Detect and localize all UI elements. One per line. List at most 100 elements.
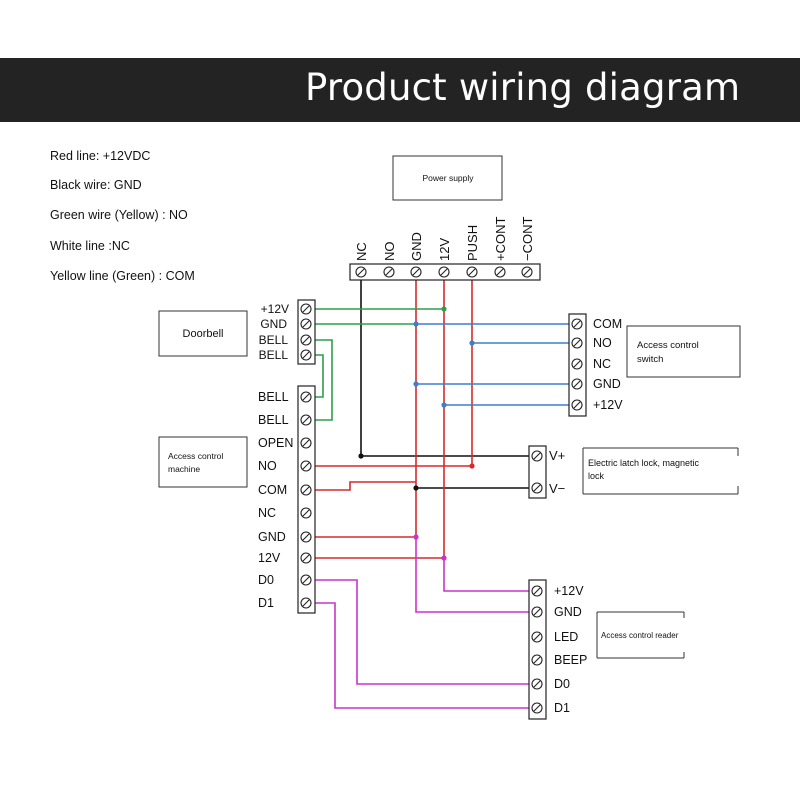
terminal-label-machine-open: OPEN bbox=[258, 436, 293, 450]
legend-white: White line :NC bbox=[50, 239, 130, 253]
terminal-label-machine-no: NO bbox=[258, 459, 277, 473]
wire-12v-to-machine-12v bbox=[306, 272, 445, 559]
terminal-label-machine-gnd: GND bbox=[258, 530, 286, 544]
terminal-label-doorbell-bell-2: BELL bbox=[259, 348, 289, 362]
legend-black: Black wire: GND bbox=[50, 178, 142, 192]
screw-terminal-icon bbox=[355, 266, 367, 278]
doorbell-label: Doorbell bbox=[183, 328, 224, 340]
terminal-label-push: PUSH bbox=[465, 225, 480, 261]
terminal-label-reader-led: LED bbox=[554, 630, 578, 644]
screw-terminal-icon bbox=[571, 318, 583, 330]
terminal-label-plus-cont: +CONT bbox=[493, 217, 508, 261]
terminal-label-doorbell-gnd: GND bbox=[260, 317, 287, 331]
machine-terminal-strip bbox=[297, 385, 316, 614]
doorbell-box: Doorbell bbox=[158, 310, 248, 357]
reader-terminal-strip bbox=[528, 579, 547, 720]
screw-terminal-icon bbox=[300, 574, 312, 586]
title-bar: Product wiring diagram bbox=[0, 58, 800, 122]
legend-red: Red line: +12VDC bbox=[50, 149, 151, 163]
screw-terminal-icon bbox=[531, 631, 543, 643]
screw-terminal-icon bbox=[531, 702, 543, 714]
reader-terminal-labels: +12V GND LED BEEP D0 D1 bbox=[554, 584, 587, 715]
screw-terminal-icon bbox=[531, 585, 543, 597]
junction-dots bbox=[358, 306, 475, 561]
access-control-switch-box: Access control switch bbox=[626, 325, 741, 378]
screw-terminal-icon bbox=[571, 337, 583, 349]
terminal-label-machine-bell-1: BELL bbox=[258, 390, 289, 404]
screw-terminal-icon bbox=[531, 450, 543, 462]
screw-terminal-icon bbox=[300, 552, 312, 564]
legend-yellow: Yellow line (Green) : COM bbox=[50, 269, 195, 283]
lock-label-line2: lock bbox=[588, 471, 605, 481]
terminal-label-switch-12v: +12V bbox=[593, 398, 623, 412]
screw-terminal-icon bbox=[300, 597, 312, 609]
screw-terminal-icon bbox=[531, 482, 543, 494]
terminal-label-reader-d0: D0 bbox=[554, 677, 570, 691]
terminal-label-doorbell-12v: +12V bbox=[261, 302, 289, 316]
terminal-label-gnd: GND bbox=[409, 232, 424, 261]
terminal-label-machine-d1: D1 bbox=[258, 596, 274, 610]
wire-push-to-machine-no bbox=[306, 272, 473, 467]
wires bbox=[306, 272, 577, 709]
terminal-label-machine-bell-2: BELL bbox=[258, 413, 289, 427]
doorbell-terminal-labels: +12V GND BELL BELL bbox=[259, 302, 289, 362]
terminal-label-lock-vminus: V− bbox=[549, 481, 565, 496]
screw-terminal-icon bbox=[300, 391, 312, 403]
machine-label-line1: Access control bbox=[168, 451, 223, 461]
terminal-label-reader-12v: +12V bbox=[554, 584, 584, 598]
lock-terminal-labels: V+ V− bbox=[549, 448, 565, 496]
screw-terminal-icon bbox=[300, 349, 312, 361]
screw-terminal-icon bbox=[383, 266, 395, 278]
terminal-label-doorbell-bell-1: BELL bbox=[259, 333, 289, 347]
reader-label: Access control reader bbox=[601, 631, 679, 640]
terminal-label-12v: 12V bbox=[437, 238, 452, 261]
terminal-label-switch-gnd: GND bbox=[593, 377, 621, 391]
screw-terminal-icon bbox=[300, 460, 312, 472]
screw-terminal-icon bbox=[410, 266, 422, 278]
screw-terminal-icon bbox=[571, 378, 583, 390]
wire-com-red-link bbox=[306, 481, 416, 491]
screw-terminal-icon bbox=[300, 303, 312, 315]
screw-terminal-icon bbox=[300, 507, 312, 519]
screw-terminal-icon bbox=[300, 318, 312, 330]
terminal-label-machine-12v: 12V bbox=[258, 551, 281, 565]
screw-terminal-icon bbox=[571, 358, 583, 370]
terminal-label-minus-cont: −CONT bbox=[520, 217, 535, 261]
screw-terminal-icon bbox=[531, 678, 543, 690]
machine-terminal-labels: BELL BELL OPEN NO COM NC GND 12V D0 D1 bbox=[258, 390, 293, 610]
terminal-label-switch-com: COM bbox=[593, 317, 622, 331]
terminal-label-reader-d1: D1 bbox=[554, 701, 570, 715]
screw-terminal-icon bbox=[300, 531, 312, 543]
switch-label-line2: switch bbox=[637, 354, 663, 365]
switch-label-line1: Access control bbox=[637, 340, 699, 351]
power-supply-terminal-strip bbox=[349, 263, 541, 281]
wire-gnd-to-reader-gnd bbox=[415, 537, 533, 613]
screw-terminal-icon bbox=[531, 654, 543, 666]
power-supply-terminal-labels: NC NO GND 12V PUSH +CONT −CONT bbox=[354, 217, 535, 261]
wire-bell-loop-outer bbox=[306, 339, 333, 421]
wire-12v-to-reader-12v bbox=[443, 558, 533, 592]
screw-terminal-icon bbox=[300, 437, 312, 449]
terminal-label-lock-vplus: V+ bbox=[549, 448, 565, 463]
wire-d1-to-reader-d1 bbox=[306, 602, 533, 709]
wire-d0-to-reader-d0 bbox=[306, 579, 533, 685]
switch-terminal-labels: COM NO NC GND +12V bbox=[593, 317, 623, 412]
terminal-label-machine-nc: NC bbox=[258, 506, 276, 520]
lock-label-line1: Electric latch lock, magnetic bbox=[588, 458, 700, 468]
machine-label-line2: machine bbox=[168, 464, 200, 474]
access-control-machine-box: Access control machine bbox=[158, 436, 248, 488]
terminal-label-reader-beep: BEEP bbox=[554, 653, 587, 667]
screw-terminal-icon bbox=[531, 606, 543, 618]
power-supply-box: Power supply bbox=[392, 155, 503, 201]
screw-terminal-icon bbox=[300, 484, 312, 496]
terminal-label-no: NO bbox=[382, 242, 397, 262]
screw-terminal-icon bbox=[300, 414, 312, 426]
legend-green: Green wire (Yellow) : NO bbox=[50, 208, 188, 222]
screw-terminal-icon bbox=[438, 266, 450, 278]
wire-nc-to-lock-vplus bbox=[360, 272, 533, 457]
screw-terminal-icon bbox=[300, 334, 312, 346]
electric-lock-box: Electric latch lock, magnetic lock bbox=[582, 447, 739, 495]
terminal-label-switch-no: NO bbox=[593, 336, 612, 350]
access-control-reader-box: Access control reader bbox=[596, 611, 685, 659]
